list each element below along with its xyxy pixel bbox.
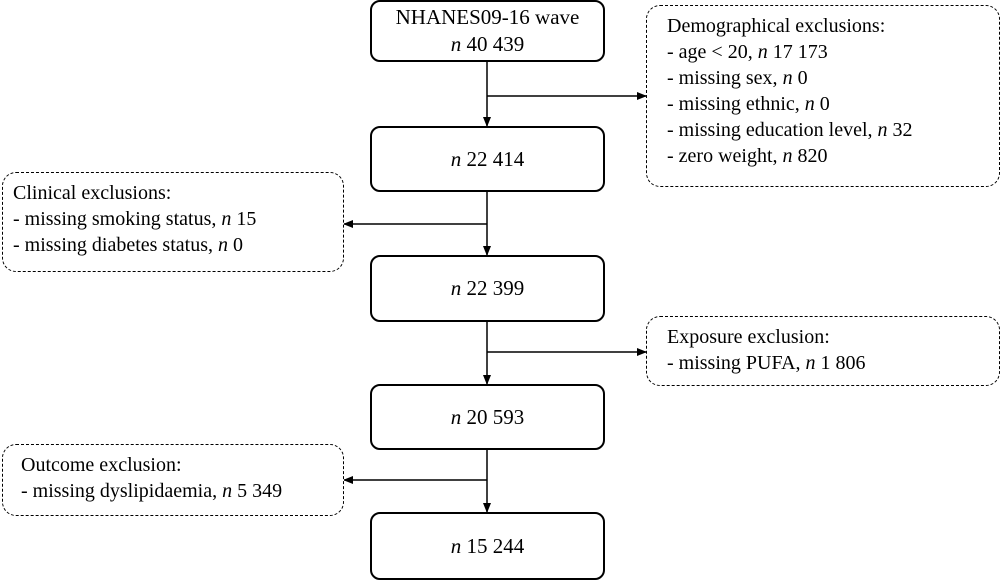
exclusion-item: - age < 20, n 17 173 xyxy=(667,41,828,63)
box-after-demographical-count: n 22 414 xyxy=(450,146,525,171)
clinical-exclusions-title: Clinical exclusions: xyxy=(13,182,172,204)
demographical-exclusions-title: Demographical exclusions: xyxy=(667,15,886,37)
clinical-exclusions-box: Clinical exclusions: - missing smoking s… xyxy=(2,172,344,272)
exclusion-item: - missing diabetes status, n 0 xyxy=(13,234,243,256)
exclusion-item: - missing PUFA, n 1 806 xyxy=(667,352,866,374)
exposure-exclusion-box: Exposure exclusion: - missing PUFA, n 1 … xyxy=(646,316,1000,386)
exclusion-item: - missing smoking status, n 15 xyxy=(13,208,257,230)
box-nhanes-wave-title: NHANES09-16 wave xyxy=(395,5,580,29)
exclusion-item: - zero weight, n 820 xyxy=(667,145,828,167)
outcome-exclusion-title: Outcome exclusion: xyxy=(21,454,182,476)
box-after-clinical: n 22 399 xyxy=(370,255,605,322)
box-final-sample-count: n 15 244 xyxy=(450,533,525,558)
box-after-demographical: n 22 414 xyxy=(370,126,605,192)
exclusion-item: - missing ethnic, n 0 xyxy=(667,93,830,115)
exclusion-item: - missing education level, n 32 xyxy=(667,119,913,141)
demographical-exclusions-box: Demographical exclusions: - age < 20, n … xyxy=(646,5,1000,187)
box-nhanes-wave-count: n 40 439 xyxy=(450,32,525,56)
box-nhanes-wave: NHANES09-16 wave n 40 439 xyxy=(370,0,605,62)
exposure-exclusion-title: Exposure exclusion: xyxy=(667,326,830,348)
box-after-exposure: n 20 593 xyxy=(370,384,605,450)
outcome-exclusion-box: Outcome exclusion: - missing dyslipidaem… xyxy=(2,444,344,516)
exclusion-item: - missing sex, n 0 xyxy=(667,67,808,89)
box-after-exposure-count: n 20 593 xyxy=(450,404,525,429)
exclusion-item: - missing dyslipidaemia, n 5 349 xyxy=(21,480,283,502)
box-after-clinical-count: n 22 399 xyxy=(450,276,525,300)
box-final-sample: n 15 244 xyxy=(370,512,605,580)
